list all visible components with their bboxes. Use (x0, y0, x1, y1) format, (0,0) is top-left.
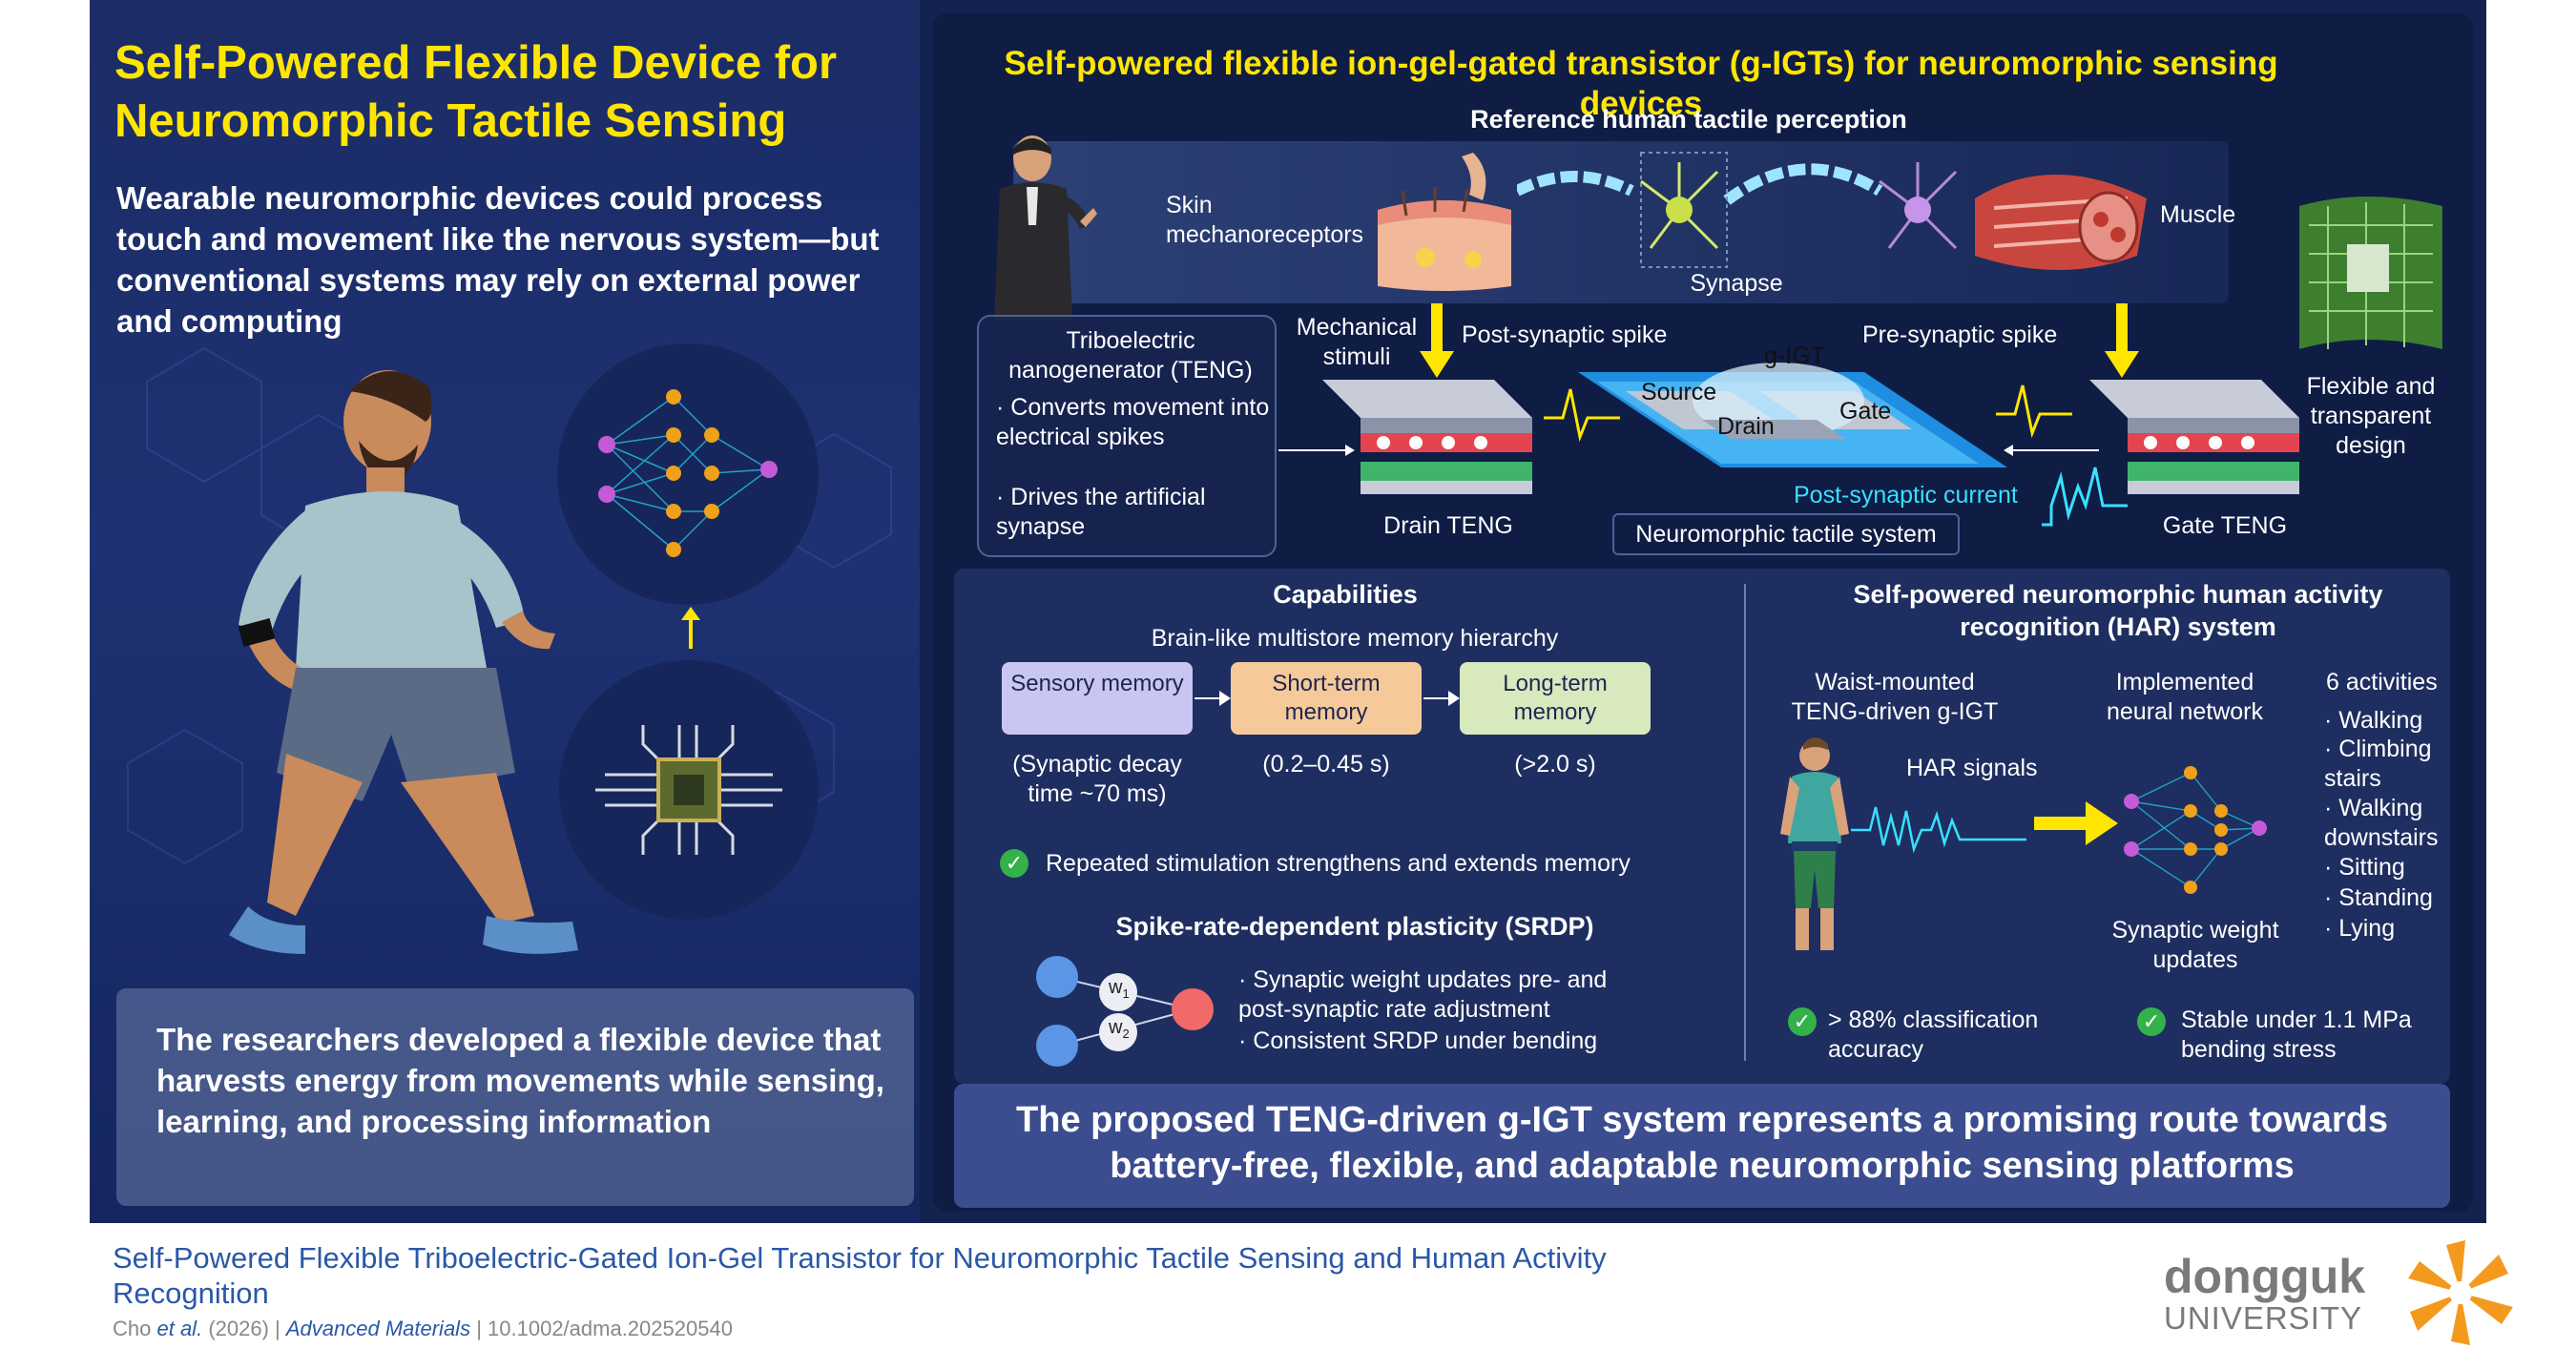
check-icon: ✓ (1788, 1007, 1817, 1036)
arrow-right-icon (2034, 801, 2118, 845)
activity-sitting: · Sitting (2324, 854, 2405, 881)
left-title: Self-Powered Flexible Device for Neuromo… (114, 37, 838, 147)
teng-bullet-1: · Converts movement into electrical spik… (996, 394, 1270, 450)
sensory-memory-box: Sensory memory (1002, 662, 1193, 735)
drain-teng-label: Drain TENG (1383, 512, 1513, 539)
pre-spike-label: Pre-synaptic spike (1862, 322, 2058, 348)
arrow-up-icon (681, 607, 700, 649)
arrow-right-icon (1448, 691, 1460, 706)
arrow-line (1423, 697, 1450, 699)
muscle-label: Muscle (2160, 201, 2236, 228)
conclusion-box (954, 1084, 2450, 1208)
mechanical-label: Mechanical stimuli (1296, 314, 1418, 370)
long-term-memory-box: Long-term memory (1460, 662, 1651, 735)
citation: Cho et al. (2026) | Advanced Materials |… (113, 1317, 1544, 1341)
reference-heading: Reference human tactile perception (1470, 105, 1907, 134)
cite-doi: | 10.1002/adma.202520540 (476, 1317, 733, 1340)
long-term-note: (>2.0 s) (1514, 751, 1596, 778)
har-person-illustration (1780, 737, 1849, 950)
sensory-note: (Synaptic decay time ~70 ms) (1012, 751, 1182, 807)
arrow-right-icon (1219, 691, 1231, 706)
accuracy-text: > 88% classification accuracy (1828, 1007, 2039, 1063)
repeated-text: Repeated stimulation strengthens and ext… (1046, 850, 1631, 877)
teng-title: Triboelectric nanogenerator (TENG) (1008, 327, 1253, 384)
stable-text: Stable under 1.1 MPa bending stress (2181, 1007, 2412, 1063)
post-current-label: Post-synaptic current (1794, 482, 2018, 508)
gigt-device (1578, 363, 2007, 467)
gate-teng-device (2089, 380, 2299, 494)
w1-label: w1 (1109, 977, 1130, 1001)
summary-text: The researchers developed a flexible dev… (156, 1022, 884, 1139)
source-label: Source (1641, 379, 1717, 405)
capabilities-heading: Capabilities (1273, 580, 1418, 609)
nt-system-label: Neuromorphic tactile system (1635, 521, 1937, 548)
post-spike-label: Post-synaptic spike (1462, 322, 1668, 348)
spike-waveform (1996, 384, 2072, 439)
har-signals-label: HAR signals (1906, 755, 2038, 781)
teng-info-box (977, 315, 1277, 557)
logo-wordmark: dongguk (2164, 1250, 2366, 1303)
activity-lying: · Lying (2324, 915, 2396, 942)
paper-title: Self-Powered Flexible Triboelectric-Gate… (113, 1241, 1607, 1310)
right-title: Self-powered flexible ion-gel-gated tran… (1004, 45, 2278, 122)
short-term-memory-box: Short-term memory (1231, 662, 1422, 735)
srdp-diagram (1036, 956, 1214, 1067)
short-term-note: (0.2–0.45 s) (1262, 751, 1390, 778)
drain-label: Drain (1717, 413, 1775, 440)
teng-bullet-2: · Drives the artificial synapse (996, 484, 1206, 540)
arrow-down-icon (1420, 303, 1454, 378)
flexible-chip-illustration (2299, 197, 2442, 349)
cite-etal: et al. (156, 1317, 203, 1340)
waist-label: Waist-mounted TENG-driven g-IGT (1791, 669, 1999, 725)
neural-network-icon (557, 343, 819, 605)
skin-label: Skin mechanoreceptors (1166, 192, 1364, 248)
conclusion-text: The proposed TENG-driven g-IGT system re… (1016, 1100, 2388, 1186)
w2-label: w2 (1109, 1017, 1130, 1041)
activity-standing: · Standing (2324, 884, 2433, 911)
signal-arrows (1278, 445, 2099, 456)
cite-journal: Advanced Materials (285, 1317, 471, 1340)
current-waveform (2042, 467, 2128, 527)
gigt-label: g-IGT (1764, 342, 1825, 369)
gate-label: Gate (1839, 398, 1892, 425)
srdp-bullet-1: · Synaptic weight updates pre- and post-… (1238, 966, 1608, 1023)
muscle-illustration (1975, 175, 2147, 270)
logo-subtitle: UNIVERSITY (2164, 1300, 2363, 1336)
hierarchy-label: Brain-like multistore memory hierarchy (1151, 625, 1559, 652)
runner-illustration (229, 370, 578, 954)
cite-authors: Cho (113, 1317, 152, 1340)
arrow-line (1195, 697, 1221, 699)
har-heading: Self-powered neuromorphic human activity… (1853, 580, 2383, 641)
gate-teng-label: Gate TENG (2162, 512, 2288, 539)
chip-icon (559, 660, 819, 920)
srdp-heading: Spike-rate-dependent plasticity (SRDP) (1115, 912, 1594, 941)
nt-system-box: Neuromorphic tactile system (1612, 513, 1960, 555)
activity-downstairs: · Walking downstairs (2324, 795, 2439, 851)
university-logo-icon (2408, 1240, 2513, 1345)
activity-walking: · Walking (2324, 707, 2423, 734)
spike-waveform (1544, 388, 1620, 443)
left-intro: Wearable neuromorphic devices could proc… (116, 180, 880, 339)
activity-climbing: · Climbing stairs (2324, 736, 2432, 792)
check-icon: ✓ (2137, 1007, 2166, 1036)
neurons-illustration (1517, 152, 1958, 268)
cite-year: (2026) | (208, 1317, 280, 1340)
panel-divider (1744, 584, 1746, 1061)
synapse-label: Synapse (1690, 270, 1783, 297)
check-icon: ✓ (1000, 849, 1028, 878)
network-label: Implemented neural network (2107, 669, 2263, 725)
activities-title: 6 activities (2326, 669, 2438, 695)
skin-illustration (1378, 153, 1511, 291)
drain-teng-device (1322, 380, 1532, 494)
srdp-bullet-2: · Consistent SRDP under bending (1238, 1027, 1598, 1054)
flexible-label: Flexible and transparent design (2306, 373, 2436, 459)
summary-box (116, 988, 914, 1206)
arrow-down-icon (2105, 303, 2139, 378)
presenter-illustration (994, 135, 1097, 321)
har-neural-network-icon (2124, 766, 2267, 894)
weights-label: Synaptic weight updates (2111, 917, 2279, 973)
har-signal-waveform (1851, 806, 2026, 854)
